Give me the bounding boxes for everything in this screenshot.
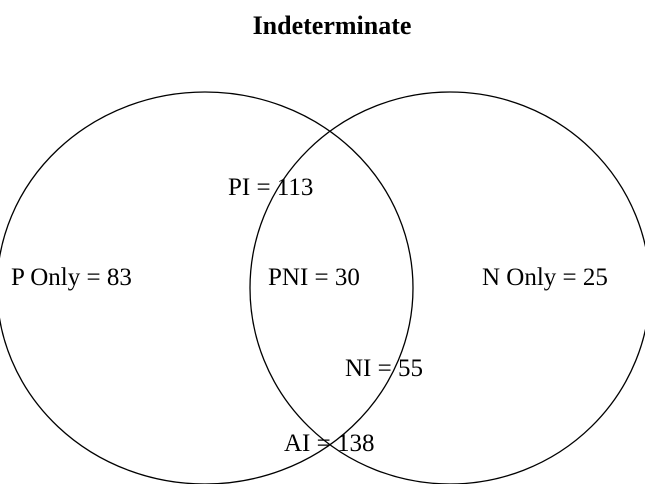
region-pni-label: PNI = 30	[268, 264, 360, 291]
region-n-only-label: N Only = 25	[482, 264, 608, 291]
region-ai-label: AI = 138	[284, 430, 374, 457]
region-ni-label: NI = 55	[345, 355, 423, 382]
region-p-only-label: P Only = 83	[11, 264, 132, 291]
set-n-circle	[249, 91, 645, 484]
set-p-circle	[0, 91, 414, 484]
diagram-title: Indeterminate	[253, 11, 412, 40]
region-pi-label: PI = 113	[228, 174, 313, 201]
